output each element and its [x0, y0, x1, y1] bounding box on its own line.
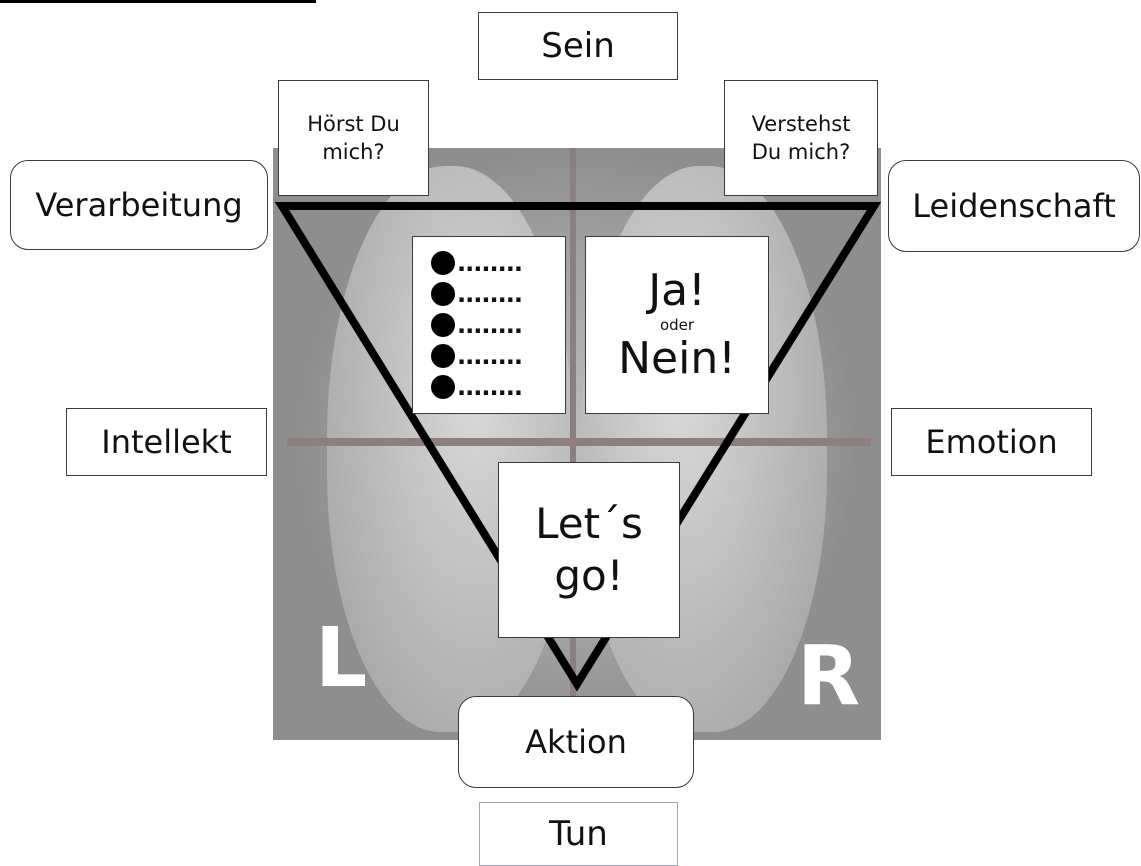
vertical-axis-line: [570, 148, 576, 708]
label-verarbeitung: Verarbeitung: [10, 160, 268, 250]
label-tun: Tun: [479, 802, 678, 866]
bullet-icon: [431, 282, 455, 306]
decision-no: Nein!: [618, 333, 736, 385]
horizontal-axis-line: [287, 438, 871, 446]
top-rule: [0, 0, 316, 3]
question-left-box: Hörst Du mich?: [278, 80, 429, 196]
decision-or: oder: [659, 315, 695, 334]
label-intellekt: Intellekt: [66, 408, 267, 476]
right-hemisphere-letter: R: [797, 629, 861, 724]
label-sein: Sein: [478, 12, 678, 80]
question-right-box: Verstehst Du mich?: [724, 80, 878, 196]
bullet-icon: [431, 313, 455, 337]
checklist-item: ........: [431, 341, 523, 372]
left-hemisphere-letter: L: [315, 611, 368, 706]
checklist-box: ........ ........ ........ ........ ....…: [412, 236, 566, 414]
label-aktion: Aktion: [458, 696, 694, 788]
bullet-icon: [431, 344, 455, 368]
checklist-item: ........: [431, 248, 523, 279]
label-emotion: Emotion: [891, 408, 1092, 476]
bullet-icon: [431, 375, 455, 399]
bullet-icon: [431, 251, 455, 275]
decision-box: Ja! oder Nein!: [585, 236, 769, 414]
action-box: Let´s go!: [498, 462, 680, 638]
checklist-item: ........: [431, 279, 523, 310]
checklist-item: ........: [431, 310, 523, 341]
label-leidenschaft: Leidenschaft: [888, 160, 1140, 252]
decision-yes: Ja!: [648, 264, 706, 316]
checklist-item: ........: [431, 372, 523, 403]
